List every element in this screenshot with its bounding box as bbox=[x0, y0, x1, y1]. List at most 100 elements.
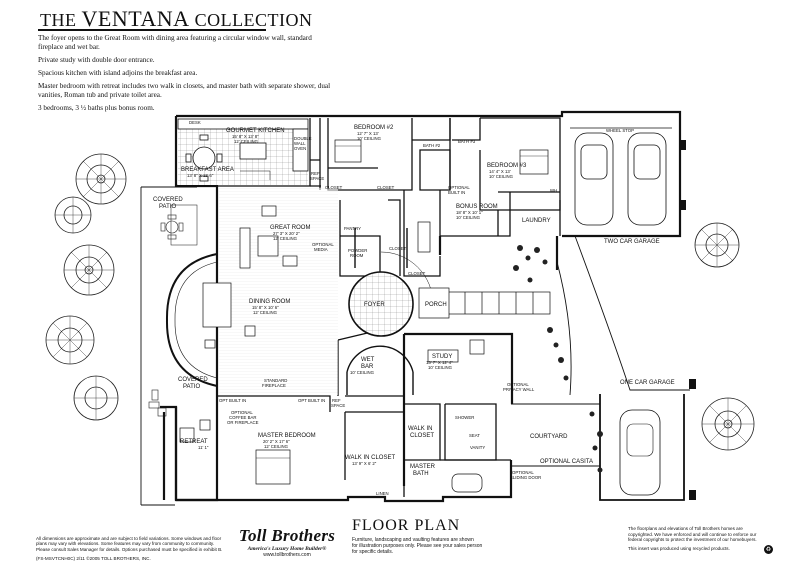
opt-media-label: OPTIONAL bbox=[312, 242, 334, 247]
bath2-label: BATH #2 bbox=[423, 143, 441, 148]
courtyard-label: COURTYARD bbox=[530, 434, 568, 440]
walk-in-closet-1-size: 13' 9" X 6' 2" bbox=[352, 461, 377, 466]
powder-label: POWDER bbox=[348, 248, 367, 253]
bath3-label: BATH #3 bbox=[458, 139, 476, 144]
bedroom3-ceiling: 10' CEILING bbox=[489, 174, 514, 179]
kitchen-fixtures bbox=[177, 118, 309, 182]
bedroom2-size: 12' 7" X 13' bbox=[357, 131, 379, 136]
casita-label: OPTIONAL CASITA bbox=[540, 459, 593, 465]
foyer-rotunda bbox=[348, 251, 434, 337]
title-prefix: THE bbox=[40, 10, 82, 30]
linen-label: LINEN bbox=[376, 491, 389, 496]
title-name: VENTANA bbox=[81, 6, 190, 31]
patio-table-icon bbox=[148, 214, 184, 417]
tree-icon bbox=[75, 153, 127, 205]
oven-label-3: OVEN bbox=[294, 146, 306, 151]
collection-title: THE VENTANA COLLECTION bbox=[40, 6, 313, 32]
tree-icon bbox=[701, 397, 755, 451]
two-car-garage bbox=[570, 127, 672, 226]
patio-label-bottom-2: PATIO bbox=[183, 384, 200, 390]
gallery-arcs bbox=[346, 228, 414, 395]
patio-label-bottom: COVERED bbox=[178, 377, 208, 383]
bedroom3-size: 14' 4" X 13' bbox=[489, 169, 511, 174]
feature-list: The foyer opens to the Great Room with d… bbox=[38, 34, 338, 117]
furniture bbox=[179, 205, 485, 493]
garage-columns bbox=[680, 140, 696, 500]
ref-label-2: SPACE bbox=[331, 403, 345, 408]
closet-label: CLOSET bbox=[389, 246, 407, 251]
bonus-name: BONUS ROOM bbox=[456, 204, 498, 210]
walk-in-closet-1-name: WALK IN CLOSET bbox=[345, 455, 395, 461]
bedroom2-name: BEDROOM #2 bbox=[354, 125, 394, 131]
wh-label: WH bbox=[550, 188, 557, 193]
walk-in-closet-2-name: WALK IN bbox=[408, 426, 432, 432]
patio-label-top: COVERED bbox=[153, 197, 183, 203]
opt-built-in-label-2: BUILT IN bbox=[448, 190, 465, 195]
bedroom2-ceiling: 10' CEILING bbox=[357, 136, 382, 141]
two-car-garage-label: TWO CAR GARAGE bbox=[604, 239, 660, 245]
kitchen-name: GOURMET KITCHEN bbox=[226, 128, 285, 134]
great-room-size: 27' 3" X 20' 2" bbox=[273, 231, 300, 236]
floor-plan-note: Furniture, landscaping and vaulting feat… bbox=[352, 537, 502, 555]
disclaimer-line: Please consult Sales Manager for details… bbox=[36, 546, 223, 552]
master-bedroom-name: MASTER BEDROOM bbox=[258, 433, 316, 439]
opt-built-in-left: OPT BUILT IN bbox=[219, 398, 246, 403]
closet-label: CLOSET bbox=[408, 271, 426, 276]
floor-plan-title: FLOOR PLAN bbox=[352, 517, 461, 534]
fireplace-label-2: FIREPLACE bbox=[262, 383, 286, 388]
opt-built-in-right: OPT BUILT IN bbox=[298, 398, 325, 403]
master-bedroom-size: 20' 2" X 17' 6" bbox=[263, 439, 290, 444]
bed-icon bbox=[255, 139, 549, 485]
disclaimer-line: All dimensions are approximate and are s… bbox=[36, 536, 222, 541]
ref-label: REF bbox=[311, 171, 320, 176]
study-name: STUDY bbox=[432, 354, 452, 360]
breakfast-size: 13' 8" X 11' 6" bbox=[187, 173, 214, 178]
desk-label: DESK bbox=[189, 120, 201, 125]
walk-in-closet-2-name-2: CLOSET bbox=[410, 433, 434, 439]
powder-label-2: ROOM bbox=[350, 253, 364, 258]
closet-label: CLOSET bbox=[377, 185, 395, 190]
sliding-door-label: OPTIONAL bbox=[512, 470, 534, 475]
copyright-notice: The floorplans and elevations of Toll Br… bbox=[628, 526, 760, 551]
privacy-wall-label: OPTIONAL bbox=[507, 382, 529, 387]
title-rule bbox=[38, 29, 266, 31]
coffee-bar-label-3: OR FIREPLACE bbox=[227, 420, 259, 425]
porch bbox=[418, 287, 551, 319]
great-room-floor bbox=[219, 188, 338, 395]
tree-icon bbox=[694, 222, 740, 268]
recycle-icon: ♻ bbox=[764, 545, 773, 554]
copyright-line: The floorplans and elevations of Toll Br… bbox=[628, 526, 743, 531]
great-room-name: GREAT ROOM bbox=[270, 225, 310, 231]
laundry-label: LAUNDRY bbox=[522, 218, 551, 224]
courtyard bbox=[511, 235, 690, 500]
toll-brothers-logo: Toll Brothers America's Luxury Home Buil… bbox=[232, 526, 342, 558]
retreat-name: RETREAT bbox=[180, 439, 208, 445]
oven-label: DOUBLE bbox=[294, 136, 312, 141]
foyer-label: FOYER bbox=[364, 302, 385, 308]
study-ceiling: 10' CEILING bbox=[428, 365, 453, 370]
feature-item: Master bedroom with retreat includes two… bbox=[38, 82, 331, 99]
ref-label-2: SPACE bbox=[310, 176, 324, 181]
ref-label: REF bbox=[332, 398, 341, 403]
wheel-stop-label: WHEEL STOP bbox=[606, 128, 634, 133]
code-line: (FS-MSVTCNH0C) 2/11 ©2005 TOLL BROTHERS,… bbox=[36, 556, 151, 562]
bonus-ceiling: 10' CEILING bbox=[456, 215, 481, 220]
feature-item: The foyer opens to the Great Room with d… bbox=[38, 34, 312, 51]
feature-item: Private study with double door entrance. bbox=[38, 56, 155, 64]
one-car-garage-label: ONE CAR GARAGE bbox=[620, 380, 675, 386]
privacy-wall-label-2: PRIVACY WALL bbox=[503, 387, 535, 392]
wet-bar-label-2: BAR bbox=[361, 364, 374, 370]
dining-bay-window bbox=[165, 253, 218, 387]
dining-name: DINING ROOM bbox=[249, 299, 290, 305]
kitchen-ceiling: 12' CEILING bbox=[234, 139, 259, 144]
fireplace-label: STANDARD bbox=[264, 378, 287, 383]
brand-name: Toll Brothers bbox=[238, 526, 336, 545]
dining-ceiling: 12' CEILING bbox=[253, 310, 278, 315]
master-bedroom-ceiling: 12' CEILING bbox=[264, 444, 289, 449]
brand-tagline: America's Luxury Home Builder® bbox=[247, 546, 327, 552]
feature-item: Spacious kitchen with island adjoins the… bbox=[38, 69, 198, 77]
patio-label-top-2: PATIO bbox=[159, 204, 176, 210]
tree-icon bbox=[54, 196, 92, 234]
coffee-bar-label-2: COFFEE BAR bbox=[229, 415, 256, 420]
